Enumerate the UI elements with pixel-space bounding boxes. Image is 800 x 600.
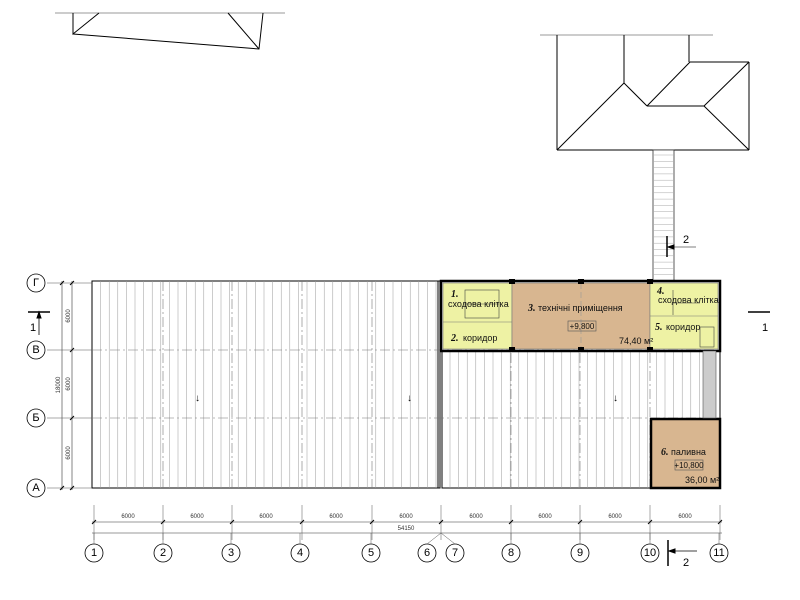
column-axis-7: 7 [440,532,465,563]
roof-left [91,280,441,489]
dim-total-width: 18000 [56,376,62,393]
row-axis-Г: Г [26,273,46,293]
slope-arrow-icon: ↓ [195,393,200,404]
dim-col-1: 6000 [121,514,135,520]
section-1-left: 1 [28,310,50,335]
connecting-gallery [652,149,675,282]
column-axis-8: 8 [501,533,521,563]
room-3-elevation: +9,800 [570,322,595,331]
column-axis-label: 7 [452,547,458,559]
room-6-area: 36,00 м² [685,475,719,485]
section-1-right: 1 [748,311,770,334]
column-axis-10: 10 [640,533,660,563]
dim-row-3: 6000 [66,446,72,460]
section-1-label: 1 [30,322,36,334]
column-axis-6: 6 [417,532,442,563]
section-2-label: 2 [683,234,689,246]
room-3-name: технічні приміщення [538,303,623,313]
section-2-label: 2 [683,557,689,569]
room-1-2 [442,282,513,350]
dim-col-4: 6000 [329,514,343,520]
room-4-number: 4. [656,286,665,297]
room-2-name: коридор [463,333,497,343]
roof-outline [91,280,441,489]
slope-arrow-icon: ↓ [613,393,618,404]
room-5-name: коридор [666,322,700,332]
dim-col-6: 6000 [469,514,483,520]
dim-col-7: 6000 [538,514,552,520]
column-axis-11: 11 [709,533,729,563]
section-2-top: 2 [666,234,696,257]
room-6-name: паливна [671,447,706,457]
dim-row-1: 6000 [66,309,72,323]
column-axis-label: 8 [508,547,514,559]
room-2-number: 2. [450,333,459,344]
roof-fragment-left [55,12,285,50]
column-axis-1: 1 [84,533,104,563]
dim-col-3: 6000 [259,514,273,520]
column-axis-label: 9 [577,547,583,559]
upper-block: 1. сходова клітка 2. коридор 3. технічні… [439,279,722,353]
column-axis-label: 11 [713,547,724,559]
section-2-bottom: 2 [667,540,697,569]
room-4-name: сходова клітка [658,295,719,305]
section-1-label: 1 [762,322,768,334]
column-axis-label: 6 [424,547,430,559]
room-6-elevation: +10,800 [674,461,704,470]
column-axis-label: 4 [297,547,303,559]
row-axis-В: В [26,340,46,360]
dim-row-2: 6000 [66,377,72,391]
column-axis-4: 4 [290,533,310,563]
room-6-number: 6. [661,447,669,458]
row-axis-label: А [32,482,40,494]
dim-total-length: 54150 [398,526,415,532]
row-axis-А: А [26,478,46,498]
room-3-area: 74,40 м² [619,336,653,346]
room-1-number: 1. [451,289,459,300]
column-axis-label: 3 [228,547,234,559]
roof-fragment-right [540,34,750,151]
dim-col-2: 6000 [190,514,204,520]
column-axis-5: 5 [361,533,381,563]
column-axis-3: 3 [221,533,241,563]
room-5-number: 5. [655,322,663,333]
row-axis-label: Г [33,277,39,289]
room-3-number: 3. [527,303,536,314]
room-1-name: сходова клітка [448,299,509,309]
slope-arrow-icon: ↓ [407,393,412,404]
row-axis-label: Б [32,412,39,424]
column-axis-label: 2 [160,547,166,559]
boiler-room: 6. паливна +10,800 36,00 м² [649,350,722,490]
column-axis-markers: 1 2 3 4 5 6 7 8 9 10 11 [84,532,729,563]
row-axis-Б: Б [26,408,46,428]
column-axis-label: 5 [368,547,374,559]
slope-arrows: ↓ ↓ ↓ [195,393,618,404]
column-axis-9: 9 [570,533,590,563]
dim-col-5: 6000 [399,514,413,520]
row-axis-label: В [32,344,39,356]
row-axis-markers: Г В Б А [26,273,46,498]
column-axis-2: 2 [153,533,173,563]
dim-col-9: 6000 [678,514,692,520]
column-axis-label: 10 [644,547,656,559]
dimension-labels: 6000 6000 6000 6000 6000 6000 6000 6000 … [56,309,692,532]
dim-col-8: 6000 [608,514,622,520]
column-axis-label: 1 [91,547,97,559]
